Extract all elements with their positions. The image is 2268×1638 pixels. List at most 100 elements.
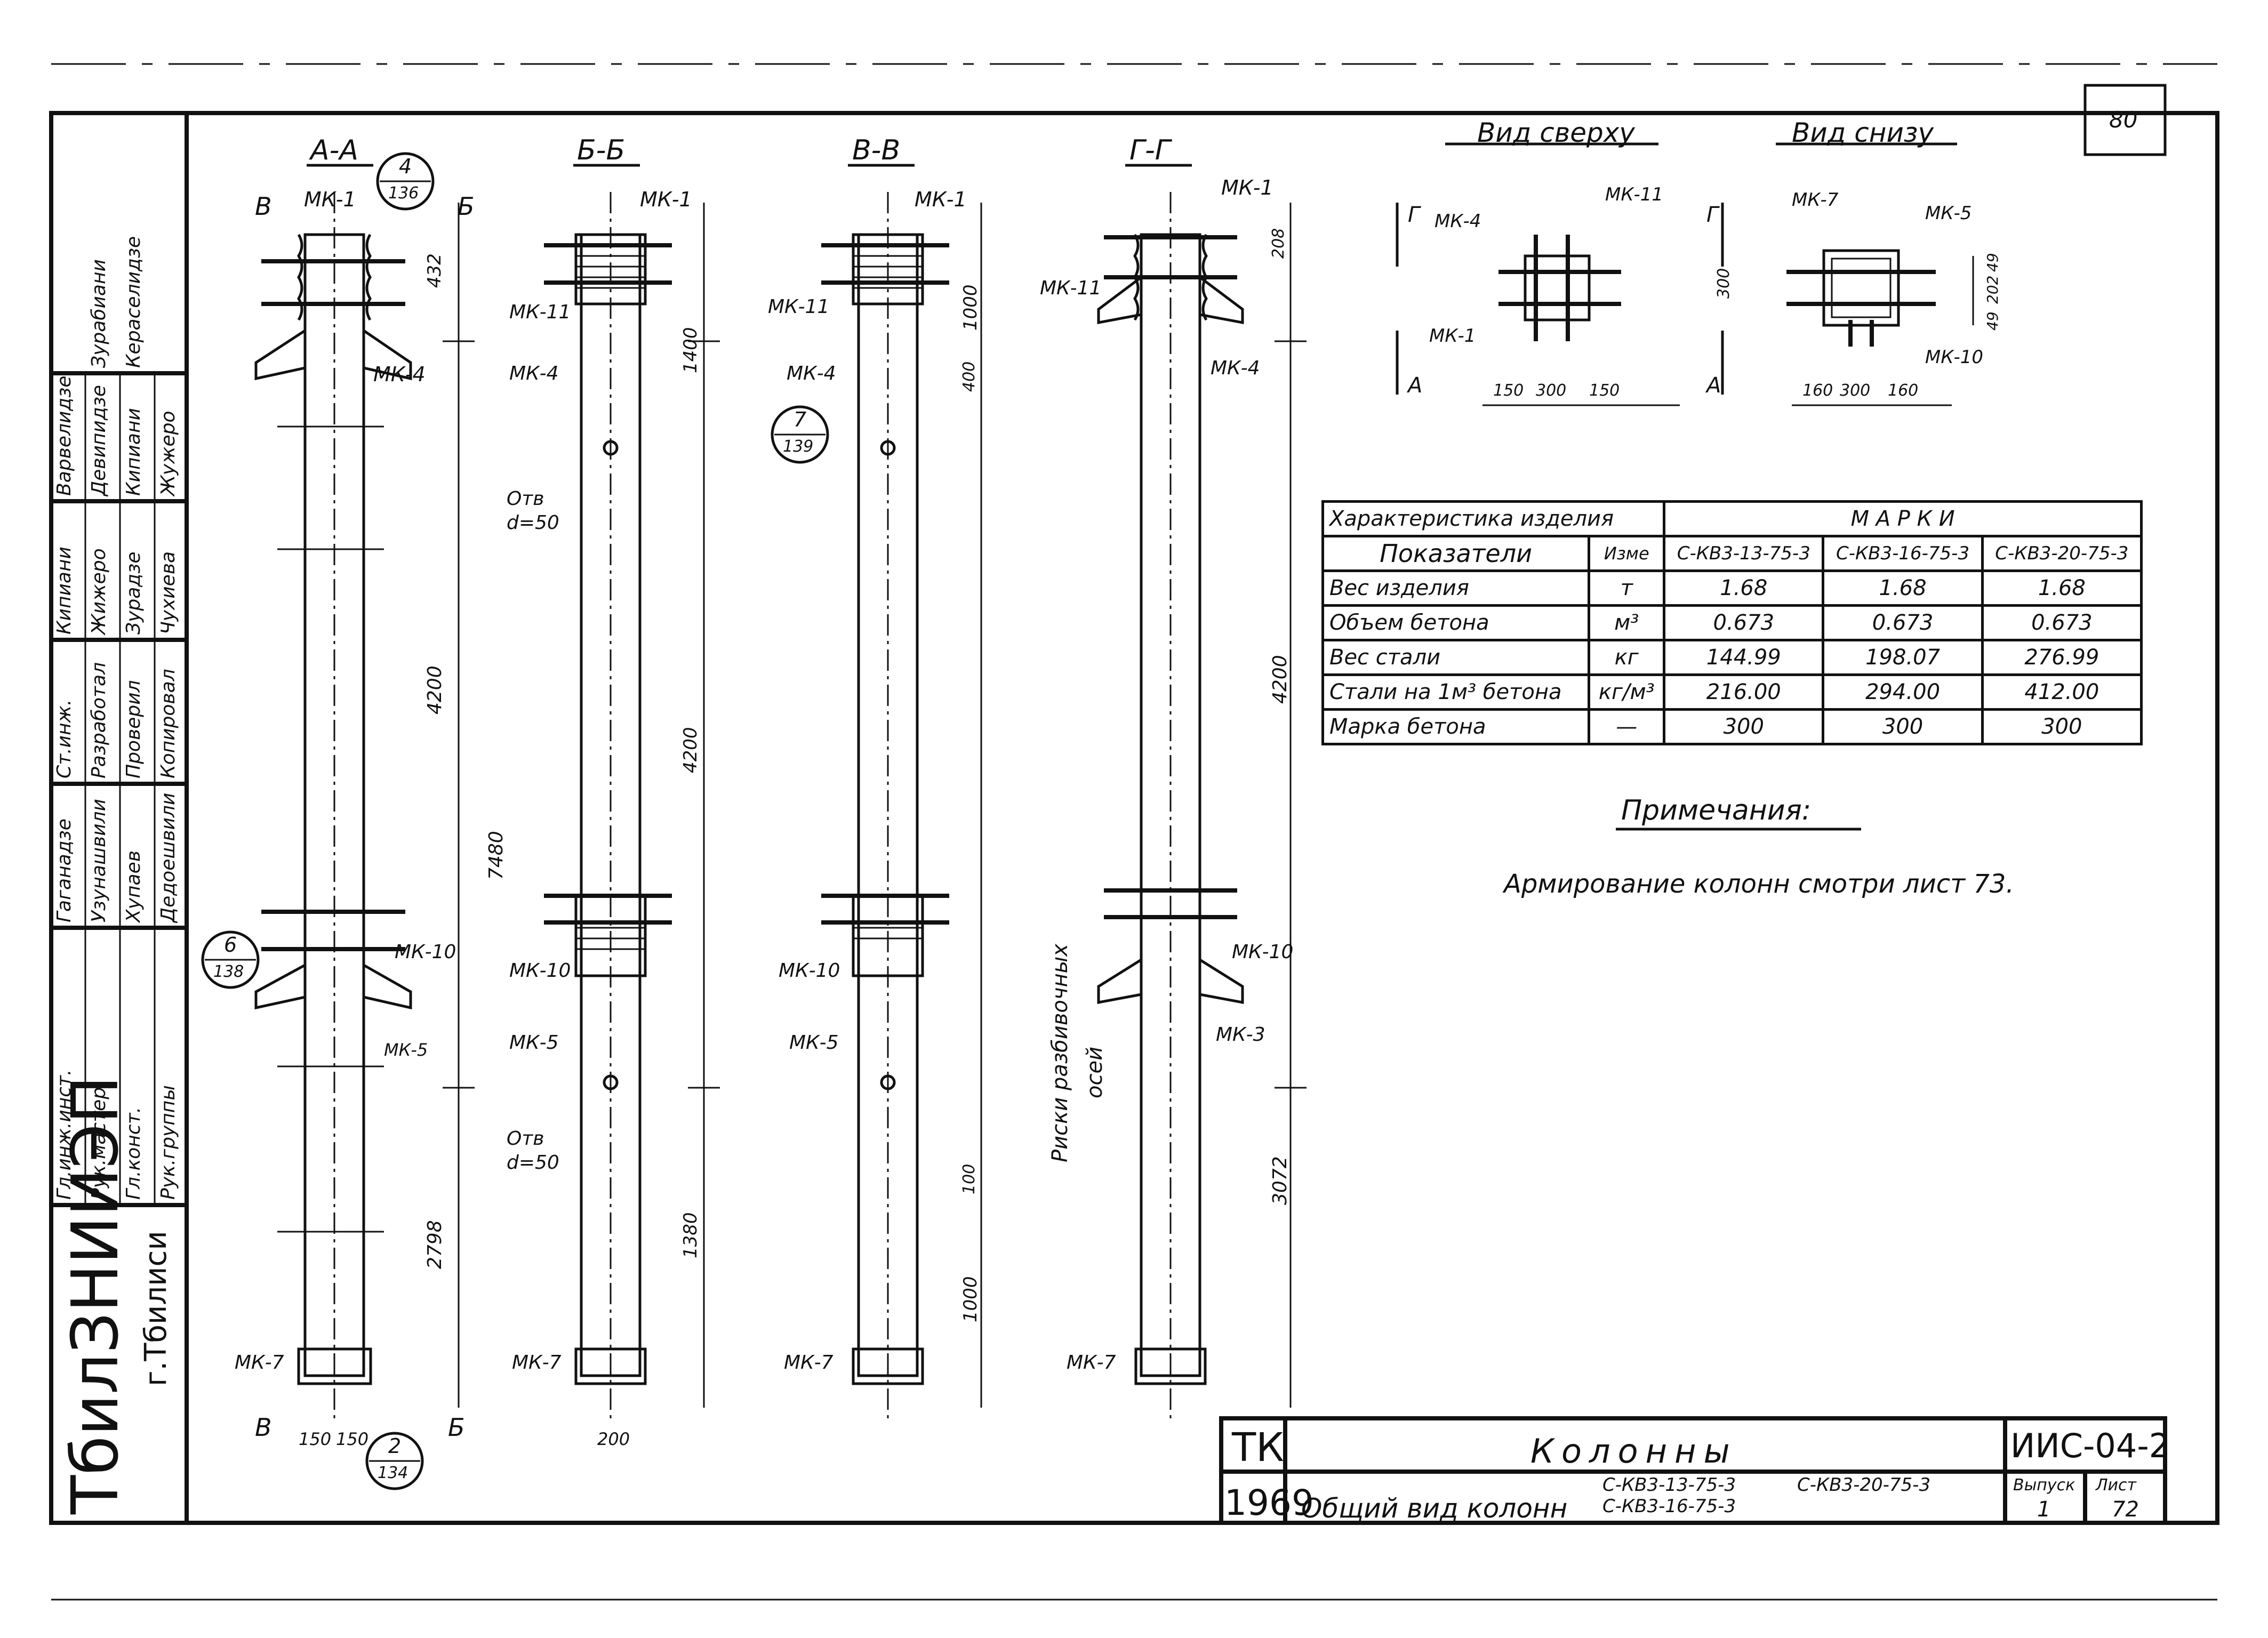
section-mark-v: В bbox=[255, 192, 272, 221]
row-unit: м³ bbox=[1588, 604, 1666, 641]
callout-2-number: 2 bbox=[388, 1434, 402, 1458]
section-title-g: Г-Г bbox=[1129, 134, 1171, 166]
label-mk4-b: МК-4 bbox=[509, 363, 559, 384]
label-mk10-b: МК-10 bbox=[509, 960, 571, 982]
stamp-name: Зурабиани bbox=[88, 259, 110, 368]
top-view-dim-300-vert: 300 bbox=[1714, 268, 1733, 299]
table-row: Вес стали кг 144.99 198.07 276.99 bbox=[1321, 639, 2143, 676]
row-value-1: 144.99 bbox=[1663, 639, 1825, 676]
table-col-mark-3: С-КВ3-20-75-3 bbox=[1981, 535, 2143, 572]
row-value-1: 216.00 bbox=[1663, 673, 1825, 711]
stamp-name: Зурадзе bbox=[123, 551, 145, 635]
dim-3072: 3072 bbox=[1269, 1156, 1291, 1205]
label-mk4-g: МК-4 bbox=[1211, 357, 1260, 379]
dim-1380: 1380 bbox=[680, 1212, 701, 1258]
row-label: Вес стали bbox=[1321, 639, 1591, 676]
title-year: 1969 bbox=[1224, 1482, 1314, 1523]
table-col-label: Показатели bbox=[1321, 535, 1591, 572]
bottom-view-dim-49a: 49 bbox=[1984, 253, 2001, 272]
section-mark-v-bottom: В bbox=[255, 1413, 272, 1442]
row-value-2: 1.68 bbox=[1822, 569, 1984, 607]
sheet-number: 80 bbox=[2109, 107, 2138, 133]
stamp-role: Разработал bbox=[88, 662, 110, 778]
stamp-role: Ст.инж. bbox=[53, 699, 75, 778]
stamp-name: Узунашвили bbox=[88, 799, 110, 922]
label-mk10-a: МК-10 bbox=[395, 941, 456, 963]
label-mk10-g: МК-10 bbox=[1232, 941, 1294, 963]
axis-risks-note-2: осей bbox=[1083, 1046, 1107, 1098]
axis-risks-note: Риски разбивочных bbox=[1048, 944, 1072, 1162]
table-col-mark-2: С-КВ3-16-75-3 bbox=[1822, 535, 1984, 572]
sheet-frame bbox=[49, 111, 2219, 1525]
row-label: Марка бетона bbox=[1321, 708, 1591, 745]
label-mk7-g: МК-7 bbox=[1067, 1352, 1116, 1374]
label-mk11-b: МК-11 bbox=[509, 301, 571, 323]
label-mk7-b: МК-7 bbox=[512, 1352, 562, 1374]
title-mark-2: С-КВ3-16-75-3 bbox=[1602, 1496, 1736, 1517]
top-view-dim-150a: 150 bbox=[1493, 381, 1524, 400]
bottom-view-plan bbox=[1721, 142, 1974, 406]
bottom-view-mark-g: Г bbox=[1706, 203, 1719, 227]
bottom-view-title: Вид снизу bbox=[1792, 117, 1934, 148]
column-section-g bbox=[1097, 192, 1307, 1418]
row-value-1: 0.673 bbox=[1663, 604, 1825, 641]
top-view-mk11: МК-11 bbox=[1605, 184, 1664, 205]
table-row: Стали на 1м³ бетона кг/м³ 216.00 294.00 … bbox=[1321, 673, 2143, 711]
row-value-3: 412.00 bbox=[1981, 673, 2143, 711]
stamp-name: Кипиани bbox=[123, 408, 145, 496]
stamp-name: Жужеро bbox=[157, 411, 179, 496]
label-mk1-v: МК-1 bbox=[915, 188, 967, 211]
stamp-grid bbox=[51, 371, 187, 1207]
notes-text: Армирование колонн смотри лист 73. bbox=[1504, 869, 2014, 899]
row-value-2: 294.00 bbox=[1822, 673, 1984, 711]
stamp-role: Гл.конст. bbox=[123, 1106, 145, 1200]
product-properties-table: Характеристика изделия М А Р К И Показат… bbox=[1321, 500, 2143, 745]
stamp-role: Рук.группы bbox=[157, 1085, 179, 1200]
dim-1400: 1400 bbox=[680, 327, 701, 373]
row-value-3: 1.68 bbox=[1981, 569, 2143, 607]
label-mk1-a: МК-1 bbox=[304, 188, 356, 211]
title-mark-1: С-КВ3-13-75-3 bbox=[1602, 1474, 1736, 1496]
title-tk: ТК bbox=[1232, 1425, 1284, 1471]
stamp-role: Копировал bbox=[157, 669, 179, 778]
column-section-b bbox=[544, 192, 720, 1418]
callout-7-sheet: 139 bbox=[783, 437, 814, 456]
table-header-left: Характеристика изделия bbox=[1321, 500, 1666, 537]
notes-title: Примечания: bbox=[1621, 794, 1812, 826]
table-col-unit: Изме bbox=[1588, 535, 1666, 572]
sheet-number-box bbox=[2083, 84, 2167, 156]
bottom-view-dim-300: 300 bbox=[1840, 381, 1871, 400]
row-label: Стали на 1м³ бетона bbox=[1321, 673, 1591, 711]
title-issue: 1 bbox=[2037, 1497, 2051, 1522]
row-unit: — bbox=[1588, 708, 1666, 745]
title-sheet-label: Лист bbox=[2096, 1476, 2137, 1495]
row-unit: кг bbox=[1588, 639, 1666, 676]
stamp-role: Рук.мастер. bbox=[88, 1081, 110, 1200]
bottom-view-mk10: МК-10 bbox=[1925, 347, 1984, 368]
label-mk5-b: МК-5 bbox=[509, 1032, 559, 1054]
top-view-mk4: МК-4 bbox=[1434, 211, 1481, 232]
stamp-name: Хупаев bbox=[123, 850, 145, 922]
dim-4200-c: 4200 bbox=[1269, 655, 1291, 704]
bottom-view-mk5: МК-5 bbox=[1925, 203, 1972, 224]
row-unit: т bbox=[1588, 569, 1666, 607]
label-mk10-v: МК-10 bbox=[779, 960, 840, 982]
section-title-v: В-В bbox=[852, 134, 901, 166]
dim-7480: 7480 bbox=[485, 831, 507, 880]
column-section-v bbox=[821, 192, 982, 1418]
row-value-2: 300 bbox=[1822, 708, 1984, 745]
callout-4-sheet: 136 bbox=[388, 184, 419, 203]
row-value-3: 300 bbox=[1981, 708, 2143, 745]
section-mark-b-bottom: Б bbox=[448, 1413, 465, 1442]
dim-100: 100 bbox=[960, 1163, 979, 1194]
table-header-right: М А Р К И bbox=[1663, 500, 2143, 537]
label-mk4-a: МК-4 bbox=[373, 363, 426, 386]
section-title-b: Б-Б bbox=[577, 134, 626, 166]
table-row: Объем бетона м³ 0.673 0.673 0.673 bbox=[1321, 604, 2143, 641]
row-label: Вес изделия bbox=[1321, 569, 1591, 607]
callout-6-number: 6 bbox=[224, 933, 237, 957]
row-label: Объем бетона bbox=[1321, 604, 1591, 641]
label-hole-1-d: d=50 bbox=[507, 512, 559, 534]
dim-1000-a: 1000 bbox=[960, 284, 981, 331]
